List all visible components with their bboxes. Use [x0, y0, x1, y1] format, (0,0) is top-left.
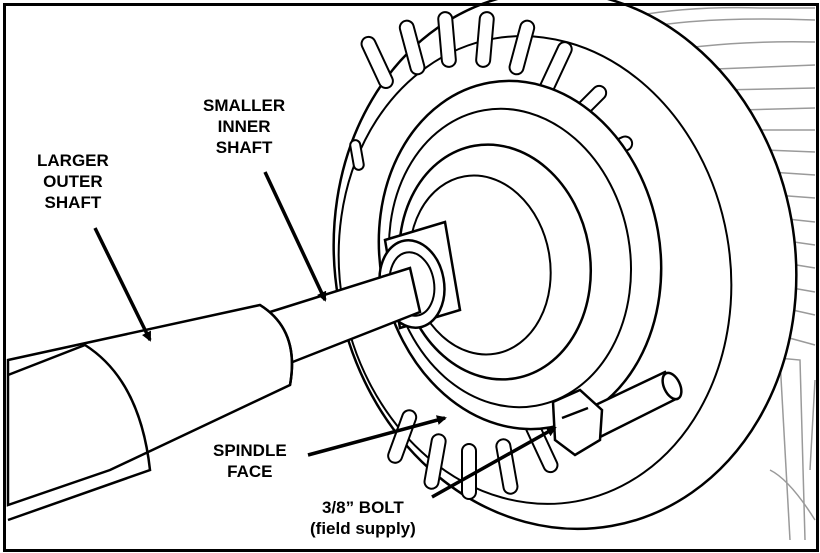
label-line: SMALLER	[203, 96, 286, 115]
label-line: LARGER	[37, 151, 109, 170]
label-line: SPINDLE	[213, 441, 287, 460]
callout-arrows	[93, 171, 557, 499]
label-line: 3/8” BOLT	[321, 498, 404, 517]
label-line: (field supply)	[310, 519, 416, 538]
diagram-frame	[3, 3, 819, 552]
arrow-smaller-inner-shaft	[263, 171, 327, 302]
larger-outer-shaft	[6, 303, 294, 522]
label-line: OUTER	[43, 172, 103, 191]
bolt	[551, 370, 683, 457]
label-smaller-inner-shaft: SMALLER INNER SHAFT	[203, 95, 285, 158]
arrow-larger-outer-shaft	[93, 227, 152, 342]
label-line: INNER	[217, 117, 271, 136]
arrow-spindle-face	[307, 415, 447, 457]
label-bolt: 3/8” BOLT (field supply)	[310, 497, 416, 539]
label-line: FACE	[227, 462, 273, 481]
label-larger-outer-shaft: LARGER OUTER SHAFT	[37, 150, 109, 213]
arrow-bolt	[431, 426, 557, 499]
label-line: SHAFT	[215, 138, 273, 157]
label-line: SHAFT	[44, 193, 102, 212]
label-spindle-face: SPINDLE FACE	[213, 440, 287, 482]
